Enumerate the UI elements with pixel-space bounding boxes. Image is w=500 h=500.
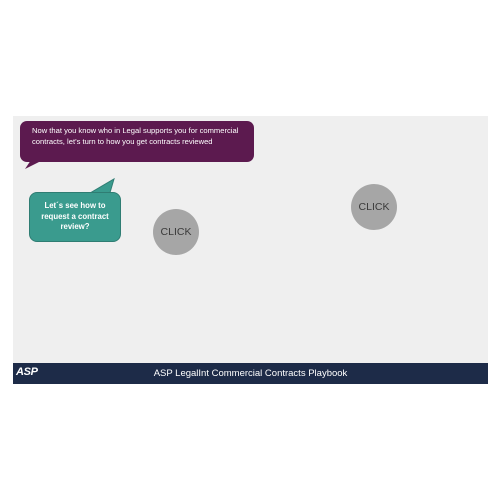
slide-content: Now that you know who in Legal supports …: [13, 116, 488, 363]
footer-bar: ASP ASP LegalInt Commercial Contracts Pl…: [13, 363, 488, 384]
prompt-bubble: Let´s see how to request a contract revi…: [29, 192, 121, 242]
message-bubble: Now that you know who in Legal supports …: [20, 121, 254, 162]
footer-title: ASP LegalInt Commercial Contracts Playbo…: [153, 368, 348, 379]
prompt-bubble-text: Let´s see how to request a contract revi…: [41, 201, 109, 232]
click-button-label: CLICK: [160, 226, 192, 238]
message-bubble-text: Now that you know who in Legal supports …: [32, 126, 239, 146]
slide: Now that you know who in Legal supports …: [13, 116, 488, 384]
asp-logo: ASP: [16, 366, 38, 378]
click-button-2[interactable]: CLICK: [351, 184, 397, 230]
click-button-1[interactable]: CLICK: [153, 209, 199, 255]
click-button-label: CLICK: [358, 201, 390, 213]
